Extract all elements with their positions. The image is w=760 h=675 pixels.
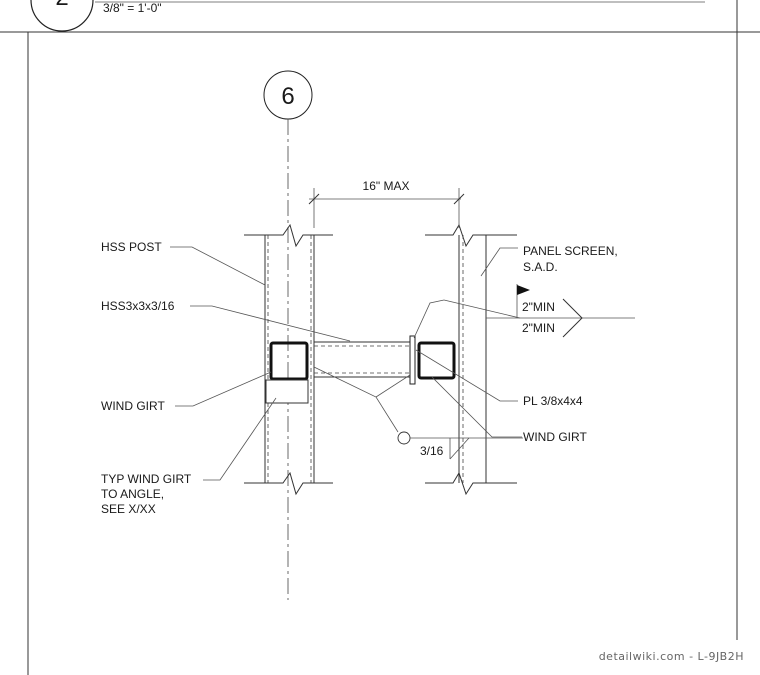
hss-post bbox=[244, 223, 333, 496]
dimension-label: 16" MAX bbox=[363, 179, 410, 193]
wind-girt-right bbox=[417, 341, 456, 380]
watermark: detailwiki.com - L-9JB2H bbox=[599, 650, 744, 663]
scale-label: 3/8" = 1'-0" bbox=[103, 1, 162, 15]
panel-screen bbox=[425, 223, 517, 496]
grid-bubble-label: 6 bbox=[281, 83, 294, 110]
panel-screen-line-2: S.A.D. bbox=[523, 260, 558, 274]
wind-girt-right-label: WIND GIRT bbox=[523, 430, 587, 444]
typ-wind-girt-line-2: TO ANGLE, bbox=[101, 487, 164, 501]
plate-label: PL 3/8x4x4 bbox=[523, 394, 583, 408]
flag-icon bbox=[517, 285, 530, 295]
wind-girt-left bbox=[265, 341, 309, 404]
grid-line-6: 6 bbox=[263, 70, 313, 600]
steel-plate bbox=[409, 335, 416, 385]
detail-number: 2 bbox=[55, 0, 68, 11]
min-bottom-label: 2"MIN bbox=[522, 321, 555, 335]
typ-wind-girt-line-1: TYP WIND GIRT bbox=[101, 472, 192, 486]
detail-number-bubble bbox=[30, 0, 94, 32]
weld-symbol: 3/16 bbox=[397, 431, 523, 460]
hss-post-label: HSS POST bbox=[101, 240, 162, 254]
min-top-label: 2"MIN bbox=[522, 300, 555, 314]
hss-horizontal-member bbox=[313, 341, 413, 378]
weld-size-label: 3/16 bbox=[420, 444, 444, 458]
section-flag: 2"MIN 2"MIN bbox=[443, 284, 635, 338]
leader-lines bbox=[170, 246, 522, 481]
dimension-16-max: 16" MAX bbox=[308, 179, 465, 228]
panel-screen-line-1: PANEL SCREEN, bbox=[523, 244, 618, 258]
typ-wind-girt-line-3: SEE X/XX bbox=[101, 502, 156, 516]
hss-size-label: HSS3x3x3/16 bbox=[101, 299, 175, 313]
wind-girt-left-label: WIND GIRT bbox=[101, 399, 165, 413]
callout-labels: HSS POST HSS3x3x3/16 WIND GIRT TYP WIND … bbox=[101, 240, 618, 516]
